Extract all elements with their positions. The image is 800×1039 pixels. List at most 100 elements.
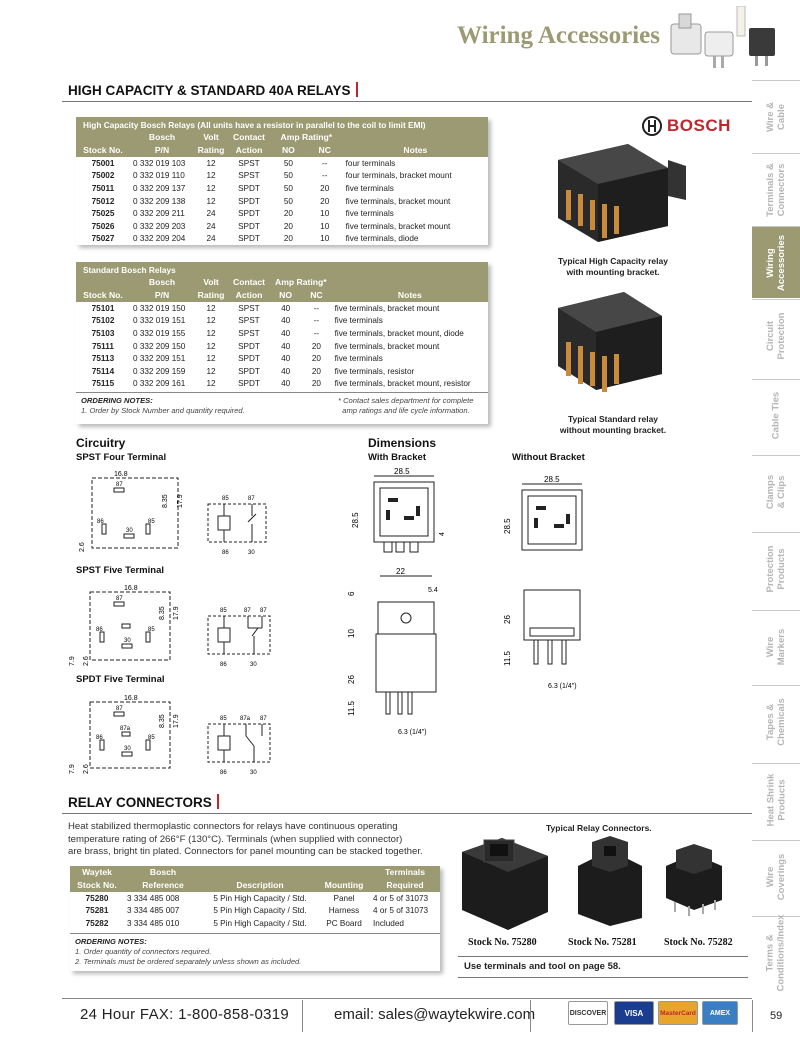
svg-text:28.5: 28.5 <box>544 475 560 484</box>
connector-ordering-notes: ORDERING NOTES: 1. Order quantity of con… <box>75 936 302 966</box>
table-cell: -- <box>322 171 328 181</box>
table-cell: 12 <box>206 354 216 364</box>
svg-text:16.8: 16.8 <box>114 471 128 478</box>
bosch-logo: BOSCH <box>642 116 731 136</box>
table-cell: 12 <box>206 303 216 313</box>
table-cell: 20 <box>283 209 293 219</box>
table-cell: 0 332 209 138 <box>133 196 186 206</box>
side-tab-wire-markers[interactable]: Wire Markers <box>752 610 800 682</box>
table-cell: SPDT <box>238 354 260 364</box>
connector-75280-caption: Stock No. 75280 <box>468 937 537 948</box>
footer-email[interactable]: email: sales@waytekwire.com <box>334 1006 536 1023</box>
table-cell: 12 <box>206 171 216 181</box>
spst-five-heading: SPST Five Terminal <box>76 565 164 576</box>
side-tab-clamps-clips[interactable]: Clamps & Clips <box>752 455 800 527</box>
table-cell: 5 Pin High Capacity / Std. <box>213 893 307 903</box>
caption-rule <box>458 956 748 957</box>
svg-text:30: 30 <box>124 746 131 752</box>
side-tab-wire-coverings[interactable]: Wire Coverings <box>752 840 800 912</box>
table-cell: PC Board <box>326 918 362 928</box>
table-cell: 50 <box>283 183 293 193</box>
connector-75282-caption: Stock No. 75282 <box>664 937 733 948</box>
side-tab-circuit-protection[interactable]: Circuit Protection <box>752 299 800 371</box>
table-cell: 40 <box>281 328 291 338</box>
stock-number-cell: 75115 <box>91 379 115 389</box>
side-tab-heat-shrink[interactable]: Heat Shrink Products <box>752 763 800 835</box>
table-cell: 50 <box>283 196 293 206</box>
svg-text:86: 86 <box>96 627 103 633</box>
side-tab-protection-products[interactable]: Protection Products <box>752 532 800 604</box>
table-cell: SPDT <box>238 379 260 389</box>
table-cell: SPST <box>238 158 260 168</box>
svg-text:87: 87 <box>248 496 255 502</box>
svg-text:87: 87 <box>260 608 267 614</box>
side-tab-tapes-chemicals[interactable]: Tapes & Chemicals <box>752 685 800 757</box>
table-cell: five terminals, bracket mount <box>345 196 451 206</box>
table-cell: 12 <box>206 366 216 376</box>
stock-number-cell: 75111 <box>92 341 114 351</box>
svg-text:86: 86 <box>97 519 104 525</box>
table-cell: 40 <box>281 341 291 351</box>
table-cell: 5 Pin High Capacity / Std. <box>213 918 307 928</box>
table-cell: SPDT <box>238 221 260 231</box>
table-cell: SPST <box>238 171 260 181</box>
table-cell: SPDT <box>238 209 260 219</box>
table-cell: 0 332 209 151 <box>133 354 186 364</box>
stock-number-cell: 75001 <box>91 158 115 168</box>
side-tab-cable-ties[interactable]: Cable Ties <box>752 379 800 451</box>
table-cell: 0 332 019 151 <box>133 316 186 326</box>
side-tab-terminals-connectors[interactable]: Terminals & Connectors <box>752 153 800 225</box>
svg-text:30: 30 <box>126 528 133 534</box>
amp-rating-footnote: * Contact sales department for complete … <box>338 396 474 416</box>
side-tab-terms-conditions[interactable]: Terms & Conditions/Index <box>752 914 800 991</box>
stock-number-cell: 75103 <box>91 328 115 338</box>
wiring-accessories-photo <box>670 6 775 68</box>
without-bracket-top-dimension-drawing: 28.5 28.5 <box>503 475 583 551</box>
table-cell: 0 332 209 137 <box>133 183 186 193</box>
stock-number-cell: 75282 <box>85 918 109 928</box>
table-cell: 10 <box>320 221 330 231</box>
standard-relay-photo <box>558 292 662 392</box>
table-cell: 0 332 019 103 <box>133 158 186 168</box>
spdt-five-footprint-diagram: 16.8 8.35 17.9 7.9 2.6 87 87a 86 85 30 <box>69 695 180 774</box>
circuitry-heading: Circuitry <box>76 436 126 450</box>
table-cell: 20 <box>320 183 330 193</box>
footer-fax: 24 Hour FAX: 1-800-858-0319 <box>80 1006 290 1023</box>
table-cell: SPDT <box>238 196 260 206</box>
section-rule <box>62 101 752 102</box>
table-cell: five terminals <box>345 209 394 219</box>
svg-text:11.5: 11.5 <box>503 650 512 666</box>
side-tab-wire-cable[interactable]: Wire & Cable <box>752 80 800 152</box>
svg-text:6: 6 <box>347 591 356 596</box>
table-cell: five terminals, bracket mount <box>345 221 451 231</box>
table-cell: SPDT <box>238 234 260 244</box>
terminals-note[interactable]: Use terminals and tool on page 58. <box>464 961 621 972</box>
table-caption: High Capacity Bosch Relays (All units ha… <box>76 117 488 131</box>
connector-75281-caption: Stock No. 75281 <box>568 937 637 948</box>
table-cell: 5 Pin High Capacity / Std. <box>213 906 307 916</box>
svg-text:30: 30 <box>248 550 255 556</box>
dimensions-heading: Dimensions <box>368 436 437 450</box>
svg-text:86: 86 <box>96 735 103 741</box>
table-cell: 24 <box>206 234 216 244</box>
table-cell: 3 334 485 008 <box>127 893 180 903</box>
svg-text:87a: 87a <box>120 726 131 732</box>
without-bracket-heading: Without Bracket <box>512 452 585 463</box>
table-cell: 12 <box>206 196 216 206</box>
stock-number-cell: 75011 <box>91 183 115 193</box>
svg-text:6.3 (1/4"): 6.3 (1/4") <box>548 683 577 690</box>
side-tab-wiring-accessories[interactable]: Wiring Accessories <box>752 226 800 298</box>
table-cell: five terminals <box>345 183 394 193</box>
svg-text:26: 26 <box>503 615 512 624</box>
svg-text:87a: 87a <box>240 716 251 722</box>
table-cell: five terminals, resistor <box>334 366 415 376</box>
table-cell: four terminals, bracket mount <box>345 171 452 181</box>
